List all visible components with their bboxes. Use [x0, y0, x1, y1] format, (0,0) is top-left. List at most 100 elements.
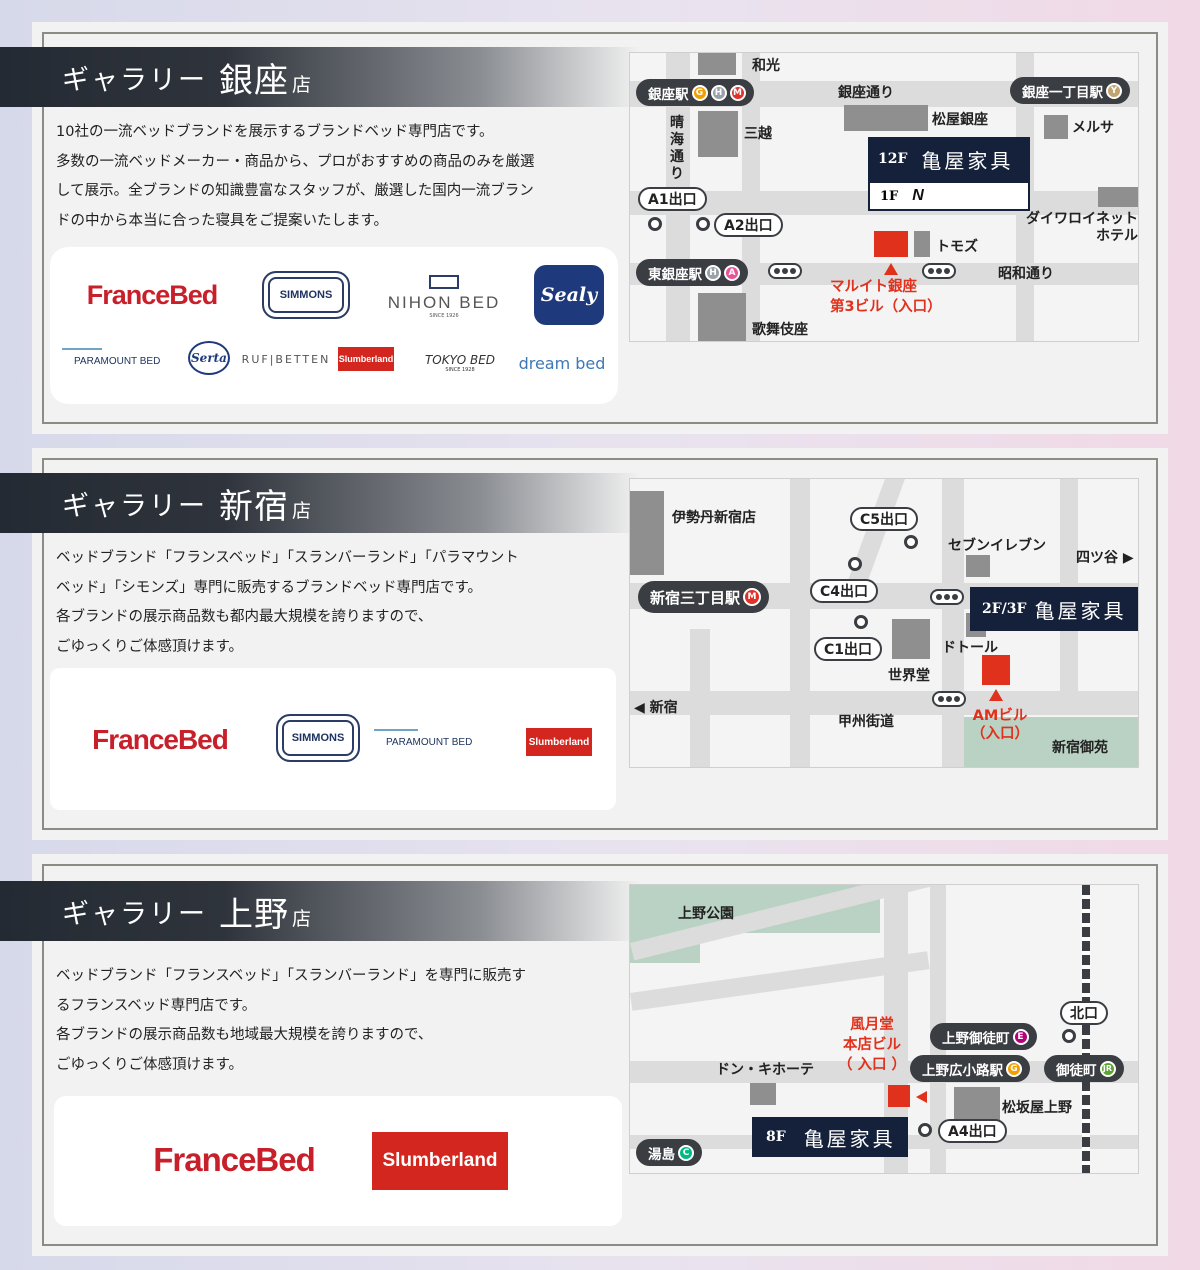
exit-c5[interactable]: C5出口 — [850, 507, 919, 531]
francebed-logo: FranceBed — [153, 1141, 316, 1178]
shinjuku-access-map: 伊勢丹新宿店 セブンイレブン 四ツ谷 ▶ ドトール 世界堂 ◀ 新宿 甲州街道 … — [629, 478, 1139, 768]
gallery-title-banner: ギャラリー 上野 店 — [0, 881, 640, 941]
title-suffix: 店 — [292, 73, 312, 96]
okachimachi-jr-station-pill[interactable]: 御徒町 JR — [1044, 1055, 1124, 1082]
melsa-building — [1044, 115, 1068, 139]
description-line: 10社の一流ベッドブランドを展示するブランドベッド専門店です。 — [56, 124, 494, 140]
description-line: ごゆっくりご体感頂けます。 — [56, 638, 244, 655]
exit-marker-icon — [1062, 1029, 1076, 1043]
store-location-marker[interactable] — [888, 1085, 910, 1107]
showa-dori-label: 昭和通り — [998, 266, 1054, 282]
rufbetten-logo: RUF|BETTEN — [241, 352, 331, 366]
daiwa-building — [1098, 187, 1138, 207]
harumi-dori-label: 晴 海 通 り — [670, 115, 688, 183]
doutor-label: ドトール — [942, 640, 998, 656]
store-floor2: 1F — [880, 188, 899, 204]
ueno-access-map: 上野公園 ドン・キホーテ 松坂屋上野 北口 上野御徒町 E 上野広小路駅 G 御… — [629, 884, 1139, 1174]
exit-marker-icon — [854, 615, 868, 629]
ginza-itchome-station-pill[interactable]: 銀座一丁目駅 Y — [1010, 77, 1130, 104]
entrance-arrow-icon — [989, 689, 1003, 701]
exit-a1[interactable]: A1出口 — [638, 187, 707, 211]
title-name: 上野 — [219, 894, 289, 935]
station-name: 新宿三丁目駅 — [650, 588, 741, 607]
building-line: AMビル — [972, 708, 1028, 724]
store-name-box[interactable]: 8F 亀屋家具 — [752, 1117, 908, 1157]
exit-dots-icon — [922, 263, 956, 279]
store-callout: 12F 亀屋家具 1F N — [868, 137, 1030, 213]
gallery-ueno-section: ギャラリー 上野 店 ベッドブランド「フランスベッド」「スランバーランド」を専門… — [0, 854, 1168, 1256]
brand-logos-panel: FranceBed Slumberland — [54, 1096, 622, 1226]
mitsukoshi-building — [698, 111, 738, 157]
melsa-label: メルサ — [1072, 120, 1114, 136]
tokyobed-logo: TOKYO BED SINCE 1928 — [412, 351, 508, 375]
mitsukoshi-label: 三越 — [744, 126, 772, 142]
store-name-box[interactable]: 12F 亀屋家具 — [868, 137, 1030, 181]
road — [942, 479, 964, 767]
description-line: ごゆっくりご体感頂けます。 — [56, 1056, 244, 1073]
exit-north[interactable]: 北口 — [1060, 1001, 1108, 1025]
building-line: （ 入口 ） — [837, 1057, 907, 1073]
shinjuku-sanchome-station-pill[interactable]: 新宿三丁目駅 M — [638, 581, 770, 613]
ueno-hirokoji-station-pill[interactable]: 上野広小路駅 G — [910, 1055, 1030, 1082]
dreambed-logo: dream bed — [518, 353, 606, 373]
road — [1060, 479, 1078, 691]
shinjuku-direction-label: ◀ 新宿 — [634, 700, 678, 716]
exit-c4[interactable]: C4出口 — [810, 579, 879, 603]
description-line: 多数の一流ベッドメーカー・商品から、プロがおすすめの商品のみを厳選 — [56, 153, 535, 170]
store-name: 亀屋家具 — [1034, 598, 1127, 623]
donki-label: ドン・キホーテ — [716, 1062, 814, 1078]
section-frame — [42, 32, 1158, 424]
entrance-arrow-icon — [916, 1091, 927, 1103]
ueno-okachimachi-station-pill[interactable]: 上野御徒町 E — [930, 1023, 1037, 1050]
store-name: 亀屋家具 — [921, 148, 1014, 173]
description-line: るフランスベッド専門店です。 — [56, 997, 257, 1014]
store-name: 亀屋家具 — [803, 1126, 896, 1151]
description-line: 各ブランドの展示商品数も地域最大規模を誇りますので、 — [56, 1027, 433, 1043]
exit-dots-icon — [930, 589, 964, 605]
title-name: 銀座 — [219, 60, 289, 101]
exit-marker-icon — [696, 217, 710, 231]
building-line: （入口） — [971, 726, 1029, 742]
gallery-description: ベッドブランド「フランスベッド」「スランバーランド」を専門に販売す るフランスベ… — [56, 962, 622, 1080]
store-location-marker[interactable] — [874, 231, 908, 257]
matsuya-label: 松屋銀座 — [932, 112, 988, 128]
yotsuya-label: 四ツ谷 ▶ — [1076, 550, 1134, 566]
francebed-logo: FranceBed — [86, 279, 219, 310]
building-line: 風月堂 — [850, 1017, 894, 1033]
tomoz-building — [914, 231, 930, 257]
store-floor: 8F — [766, 1129, 786, 1145]
francebed-logo: FranceBed — [92, 724, 229, 755]
station-name: 銀座駅 — [648, 86, 689, 103]
ginza-dori-label: 銀座通り — [838, 85, 894, 101]
building-line: マルイト銀座 — [830, 279, 917, 295]
brand-logos-panel: FranceBed SIMMONS PARAMOUNT BED Slumberl… — [50, 668, 616, 810]
yurakucho-line-icon: Y — [1106, 82, 1122, 99]
yushima-station-pill[interactable]: 湯島 C — [636, 1139, 702, 1166]
harumi-char: 通 — [670, 149, 684, 165]
exit-a4[interactable]: A4出口 — [938, 1119, 1007, 1143]
paramount-wave-icon — [62, 347, 102, 352]
koshu-kaido-label: 甲州街道 — [838, 714, 894, 730]
store-name-box[interactable]: 2F/3F 亀屋家具 — [970, 587, 1138, 631]
station-name: 上野御徒町 — [942, 1030, 1010, 1047]
ginza-station-pill[interactable]: 銀座駅 G H M — [636, 79, 754, 106]
gallery-description: 10社の一流ベッドブランドを展示するブランドベッド専門店です。 多数の一流ベッド… — [56, 118, 622, 236]
road — [690, 629, 710, 767]
harumi-char: り — [670, 166, 684, 182]
higashi-ginza-station-pill[interactable]: 東銀座駅 H A — [636, 259, 748, 286]
exit-c1[interactable]: C1出口 — [814, 637, 883, 661]
asakusa-line-icon: A — [724, 264, 740, 281]
store-location-marker[interactable] — [982, 655, 1010, 685]
ginza-line-icon: G — [1006, 1060, 1022, 1077]
description-line: ベッドブランド「フランスベッド」「スランバーランド」「パラマウント — [56, 550, 519, 566]
wako-label: 和光 — [752, 58, 780, 74]
exit-dots-icon — [932, 691, 966, 707]
store-floor: 2F/3F — [982, 601, 1027, 617]
marunouchi-line-icon: M — [729, 84, 746, 101]
matsuzakaya-label: 松坂屋上野 — [1002, 1100, 1072, 1116]
harumi-char: 海 — [670, 132, 684, 148]
daiwa-line: ホテル — [1096, 228, 1138, 244]
wako-building — [698, 53, 736, 75]
station-name: 湯島 — [648, 1146, 675, 1163]
exit-a2[interactable]: A2出口 — [714, 213, 783, 237]
